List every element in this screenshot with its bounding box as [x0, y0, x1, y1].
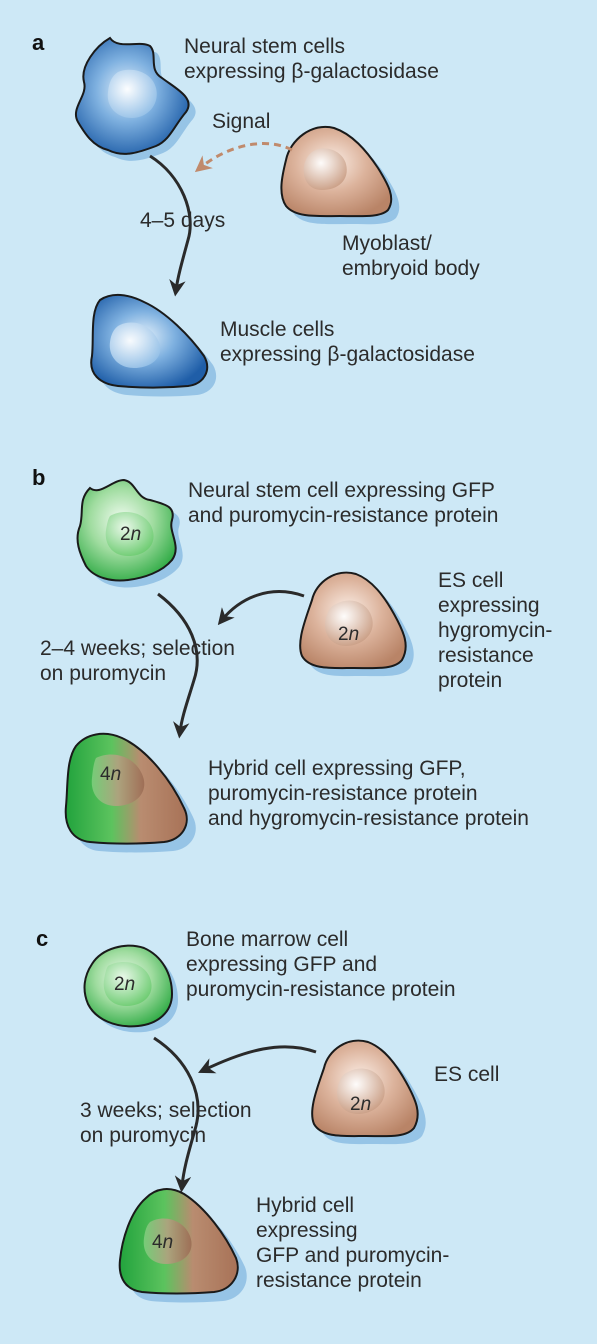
- panel-b-fusion-arrow: [217, 590, 305, 626]
- panel-b-neural-stem-cell: 2n: [76, 478, 183, 588]
- panel-a-neural-label: Neural stem cells expressing β-galactosi…: [184, 35, 439, 83]
- panel-c-es-ploidy: 2n: [350, 1094, 371, 1115]
- panel-c-hybrid-ploidy: 4n: [152, 1232, 173, 1253]
- panel-a-letter: a: [32, 30, 45, 55]
- panel-a-muscle-label: Muscle cells expressing β-galactosidase: [220, 318, 475, 366]
- panel-b-time-arrow: [157, 592, 199, 739]
- panel-a-myoblast-label: Myoblast/ embryoid body: [342, 232, 480, 280]
- panel-a-muscle-cell: [90, 294, 217, 397]
- panel-c-fusion-arrow: [198, 1045, 317, 1074]
- panel-a-signal-label: Signal: [212, 110, 271, 133]
- panel-c-es-cell: 2n: [311, 1039, 426, 1145]
- panel-b-es-ploidy: 2n: [338, 624, 359, 645]
- panel-a-neural-stem-cell: [75, 36, 196, 161]
- panel-c-bone-marrow-cell: 2n: [83, 944, 178, 1033]
- panel-c-time-arrow: [153, 1036, 200, 1193]
- panel-a-time-arrow: [149, 154, 192, 297]
- panel-c-hybrid-cell: 4n: [118, 1188, 247, 1303]
- panel-b-letter: b: [32, 465, 46, 490]
- panel-a-time-label: 4–5 days: [140, 209, 226, 232]
- panel-b-es-label: ES cell expressing hygromycin- resistanc…: [438, 569, 553, 692]
- panel-b-neural-label: Neural stem cell expressing GFP and puro…: [188, 479, 499, 527]
- panel-b-es-cell: 2n: [299, 571, 414, 677]
- panel-b-time-label: 2–4 weeks; selection on puromycin: [40, 637, 235, 685]
- panel-c-hybrid-label: Hybrid cell expressing GFP and puromycin…: [256, 1194, 450, 1292]
- panel-b-neural-ploidy: 2n: [120, 524, 141, 545]
- panel-b-hybrid-ploidy: 4n: [100, 764, 121, 785]
- panel-c-bone-label: Bone marrow cell expressing GFP and puro…: [186, 928, 456, 1001]
- panel-c-es-label: ES cell: [434, 1063, 500, 1086]
- panel-a-signal-arrow: [194, 142, 293, 173]
- panel-b-hybrid-label: Hybrid cell expressing GFP, puromycin-re…: [208, 757, 529, 830]
- panel-b-hybrid-cell: 4n: [64, 732, 196, 853]
- panel-c-time-label: 3 weeks; selection on puromycin: [80, 1099, 252, 1147]
- panel-a-myoblast-cell: [280, 125, 400, 225]
- panel-c-letter: c: [36, 926, 49, 951]
- panel-c-bone-ploidy: 2n: [114, 974, 135, 995]
